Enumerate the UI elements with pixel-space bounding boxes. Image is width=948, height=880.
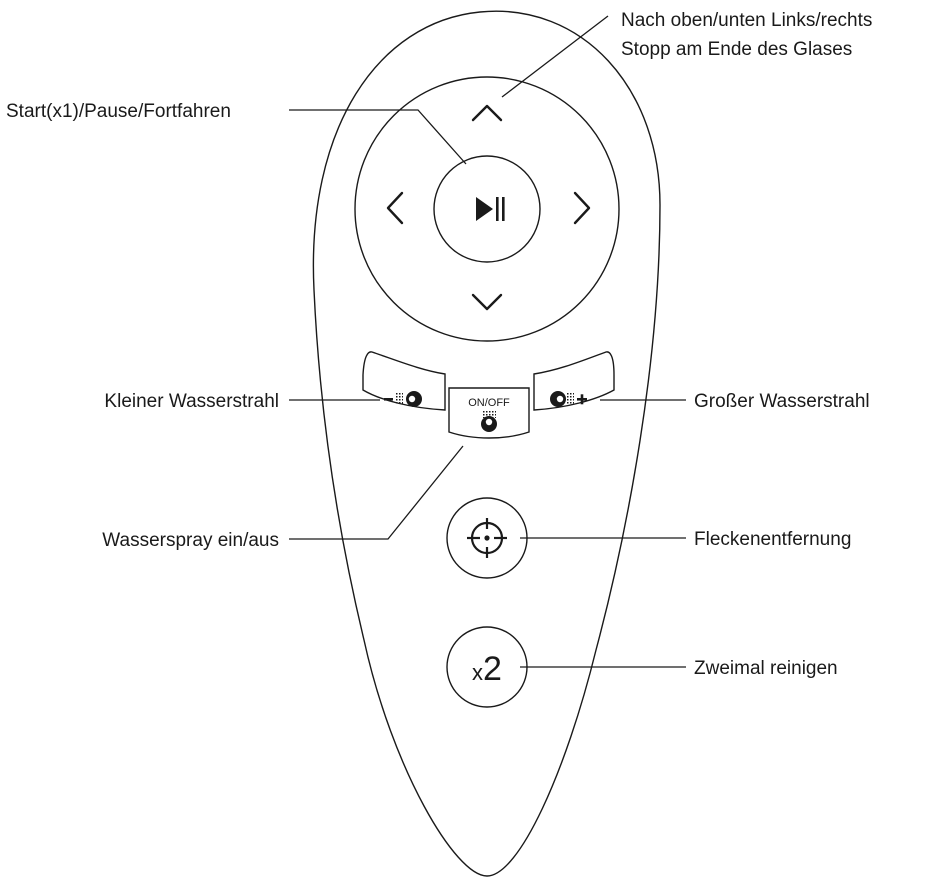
leader-water-spray [289, 445, 464, 540]
down-button[interactable] [471, 293, 503, 311]
label-start-pause: Start(x1)/Pause/Fortfahren [6, 101, 231, 122]
x2-digit: 2 [483, 650, 502, 688]
label-large-jet: Großer Wasserstrahl [694, 391, 870, 412]
play-pause-icon [476, 197, 505, 221]
label-water-spray: Wasserspray ein/aus [102, 530, 279, 551]
label-navigation-line1: Nach oben/unten Links/rechts [621, 10, 872, 31]
spot-removal-button[interactable] [446, 497, 528, 579]
chevron-left-icon [386, 191, 404, 225]
on-off-label: ON/OFF [468, 397, 510, 409]
x2-label: x2 [472, 650, 502, 688]
leader-start-pause [289, 109, 467, 165]
spray-toggle-icon [481, 410, 497, 432]
spray-plus-icon [550, 391, 587, 407]
chevron-up-icon [471, 104, 503, 122]
play-pause-button[interactable] [433, 155, 541, 263]
label-clean-twice: Zweimal reinigen [694, 658, 838, 679]
spray-toggle-button[interactable]: ON/OFF [448, 387, 530, 439]
chevron-down-icon [471, 293, 503, 311]
leader-navigation [501, 15, 609, 98]
clean-twice-button[interactable]: x2 [446, 626, 528, 708]
spray-minus-icon [384, 391, 422, 407]
label-spot-removal: Fleckenentfernung [694, 529, 851, 550]
right-button[interactable] [573, 191, 591, 225]
crosshair-icon [467, 518, 507, 558]
x2-prefix: x [472, 660, 483, 685]
up-button[interactable] [471, 104, 503, 122]
chevron-right-icon [573, 191, 591, 225]
label-small-jet: Kleiner Wasserstrahl [104, 391, 279, 412]
label-navigation-line2: Stopp am Ende des Glases [621, 39, 852, 60]
small-jet-button[interactable] [362, 351, 446, 411]
left-button[interactable] [386, 191, 404, 225]
large-jet-button[interactable] [533, 351, 615, 411]
